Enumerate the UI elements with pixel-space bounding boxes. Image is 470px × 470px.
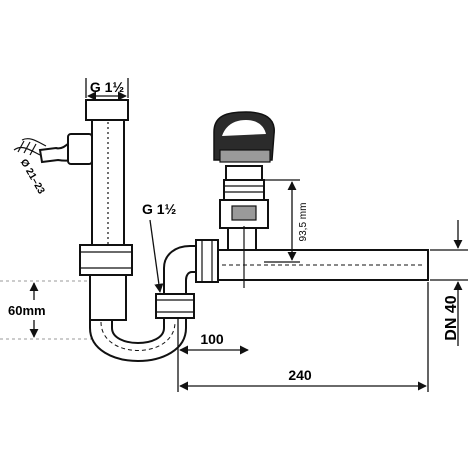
nominal-diameter-label: DN 40	[443, 295, 460, 340]
appliance-connection	[213, 111, 275, 288]
dimension-60mm: 60mm	[8, 282, 46, 338]
dimension-dn40: DN 40	[430, 220, 468, 346]
side-hose-connector	[13, 133, 93, 165]
dimension-240: 240	[177, 282, 429, 392]
horizontal-outlet-pipe	[195, 239, 429, 283]
outlet-thread-leader: G 1½	[142, 201, 177, 293]
inlet-thread-label: G 1½	[90, 79, 125, 95]
outlet-thread-label: G 1½	[142, 201, 177, 217]
dim-100-label: 100	[200, 331, 224, 347]
height-offset-label: 60mm	[8, 303, 46, 318]
vertical-tailpipe	[79, 99, 133, 321]
device-height-label: 93,5 mm	[298, 203, 309, 242]
inlet-thread-dimension: G 1½	[85, 78, 129, 101]
dimension-device-height: 93,5 mm	[264, 179, 309, 263]
dim-240-label: 240	[288, 367, 312, 383]
u-bend-trap	[89, 309, 187, 362]
trap-outlet-leg	[155, 245, 201, 319]
dimension-100: 100	[177, 318, 249, 356]
hose-range-label: Ø 21–23	[18, 157, 47, 196]
